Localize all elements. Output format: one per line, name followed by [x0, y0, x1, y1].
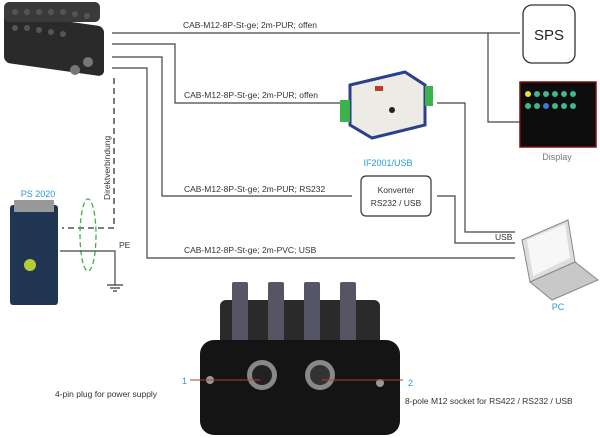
- ps2020-image: [10, 200, 58, 305]
- sps-box: [522, 4, 576, 64]
- cable-label-1: CAB-M12-8P-St-ge; 2m-PUR; offen: [183, 20, 317, 30]
- cable-label-3: CAB-M12-8P-St-ge; 2m-PUR; RS232: [184, 184, 326, 194]
- controller-device-image: [4, 2, 104, 76]
- konverter-label-line1: Konverter: [378, 185, 415, 195]
- pe-line: [60, 250, 116, 285]
- if2001-to-pc-line: [437, 102, 515, 233]
- callout-number-1: 1: [182, 376, 187, 386]
- cable-label-2: CAB-M12-8P-St-ge; 2m-PUR; offen: [184, 90, 318, 100]
- display-label: Display: [542, 152, 572, 162]
- konverter-label-line2: RS232 / USB: [371, 198, 422, 208]
- callout-text-2: 8-pole M12 socket for RS422 / RS232 / US…: [405, 396, 573, 406]
- konverter-to-pc-line: [437, 195, 515, 244]
- device-front-image: [200, 282, 400, 435]
- konverter-box: [360, 175, 432, 217]
- if2001-label: IF2001/USB: [363, 158, 412, 168]
- ground-icon: [107, 284, 123, 292]
- pc-label: PC: [552, 302, 565, 312]
- shield-symbol: [79, 198, 97, 272]
- cable-line-2: [112, 43, 340, 104]
- cable-branch-display: [487, 33, 520, 123]
- sps-label: SPS: [534, 27, 564, 44]
- direct-connection-line: [62, 78, 115, 229]
- if2001-image: [340, 70, 433, 140]
- cable-line-3: [112, 56, 352, 197]
- callout-number-2: 2: [408, 378, 413, 388]
- callout-text-1: 4-pin plug for power supply: [55, 389, 158, 399]
- pe-label: PE: [119, 240, 131, 250]
- cable-label-4: CAB-M12-8P-St-ge; 2m-PVC; USB: [184, 245, 317, 255]
- ps2020-label: PS 2020: [21, 189, 56, 199]
- direct-connection-label: Direktverbindung: [102, 135, 112, 200]
- display-image: [519, 81, 597, 148]
- usb-label: USB: [495, 232, 513, 242]
- pc-laptop-image: [521, 219, 599, 301]
- cable-line-4: [112, 67, 515, 259]
